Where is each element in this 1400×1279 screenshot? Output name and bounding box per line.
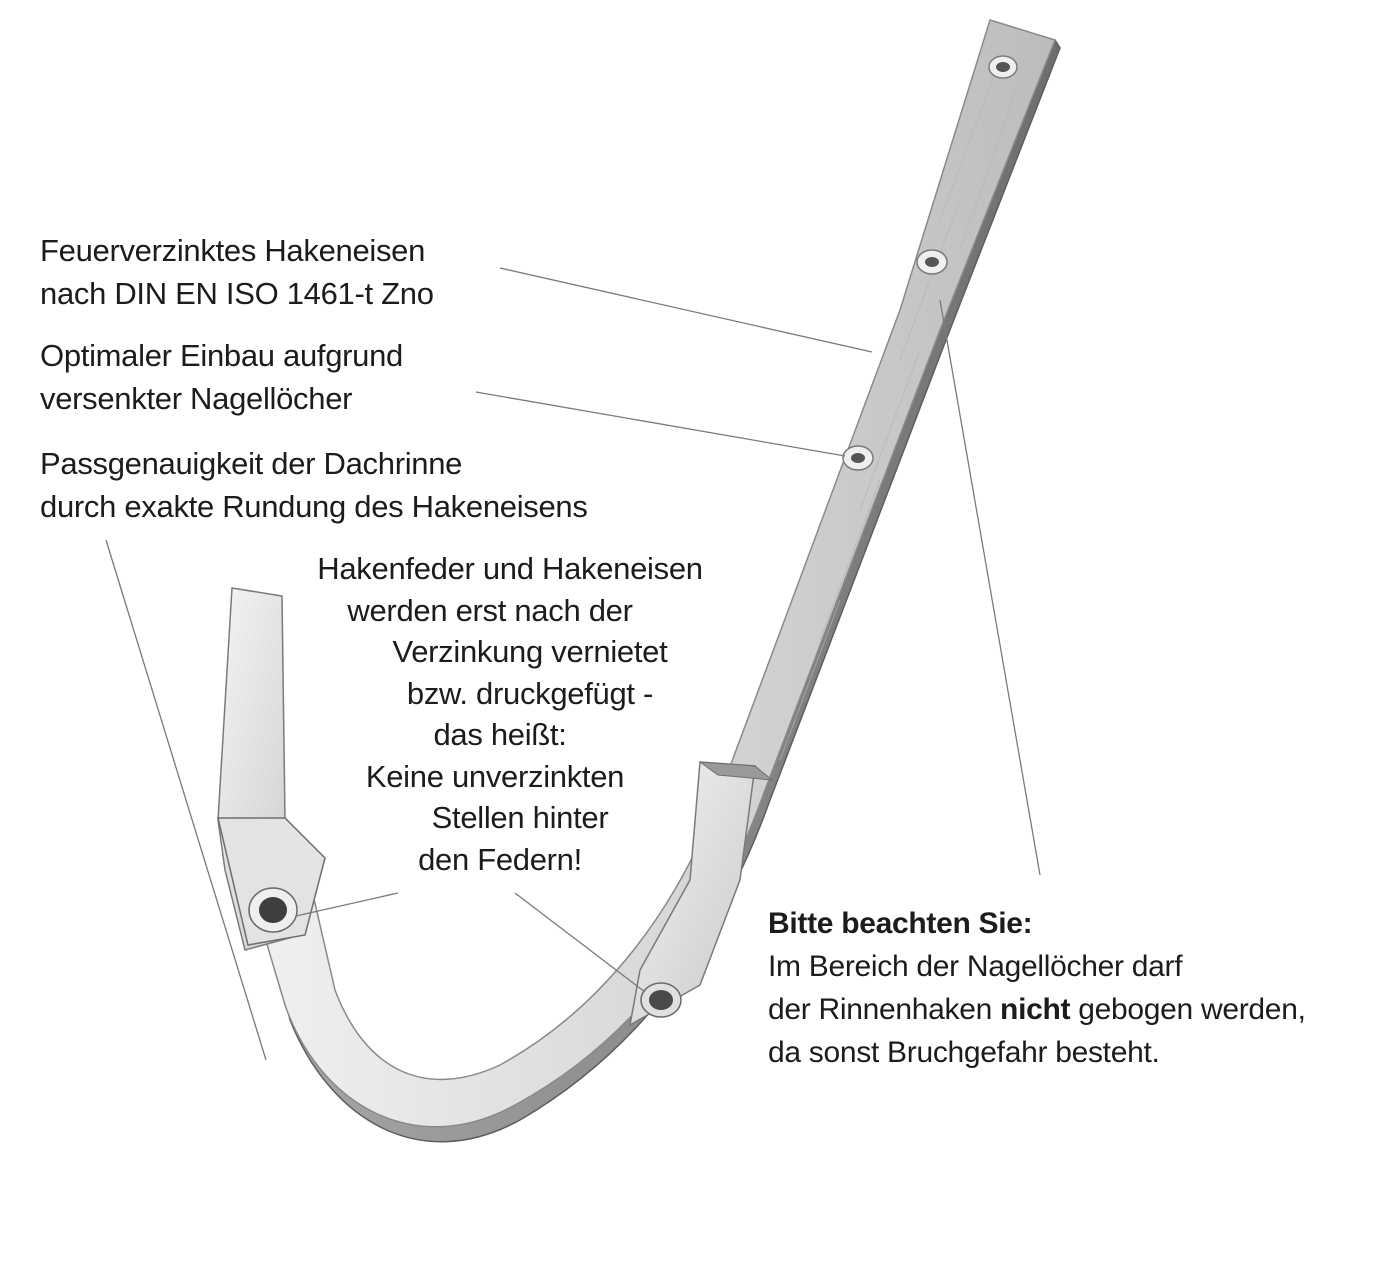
leader-fit <box>105 539 267 1061</box>
label-rivet-line6: Keine unverzinkten <box>365 758 625 794</box>
spring-right-top <box>698 761 774 781</box>
label-rivet-line3: Verzinkung vernietet <box>392 634 668 669</box>
label-rivet-line7: Stellen hinter <box>431 800 609 835</box>
label-nail-line2: versenkter Nagellöcher <box>40 381 353 416</box>
label-fit-line2: durch exakte Rundung des Hakeneisens <box>40 489 588 524</box>
leader-rivet-right <box>514 892 646 993</box>
label-riveting-after-galvanizing: Hakenfeder und Hakeneisen werden erst na… <box>290 548 730 880</box>
leader-nail-holes <box>475 391 846 457</box>
label-fit-line1: Passgenauigkeit der Dachrinne <box>40 446 463 481</box>
nail-hole-top <box>988 55 1018 79</box>
note-line2-bold: nicht <box>1000 993 1071 1026</box>
leader-rivet-left <box>295 892 399 917</box>
note-line2-post: gebogen werden, <box>1070 993 1306 1026</box>
label-rivet-line4: bzw. druckgefügt - <box>406 675 654 711</box>
leader-note <box>939 299 1041 876</box>
spring-left-fold <box>217 817 326 946</box>
note-line2: der Rinnenhaken nicht gebogen werden, <box>768 988 1306 1031</box>
leader-zinc <box>499 267 873 353</box>
nail-hole-lower <box>842 445 874 471</box>
label-zinc-line2: nach DIN EN ISO 1461-t Zno <box>40 276 434 311</box>
label-countersunk-nail-holes: Optimaler Einbau aufgrund versenkter Nag… <box>40 334 403 420</box>
label-rivet-line5: das heißt: <box>433 717 567 752</box>
rivet-right <box>640 982 682 1018</box>
label-rivet-line2: werden erst nach der <box>347 592 633 628</box>
note-title: Bitte beachten Sie: <box>768 907 1033 940</box>
label-rivet-line1: Hakenfeder und Hakeneisen <box>317 551 703 586</box>
label-hot-dip-galvanized: Feuerverzinktes Hakeneisen nach DIN EN I… <box>40 229 434 315</box>
note-line1: Im Bereich der Nagellöcher darf <box>768 950 1183 983</box>
rivet-left <box>248 887 298 933</box>
label-nail-line1: Optimaler Einbau aufgrund <box>40 338 404 373</box>
metal-texture <box>779 59 1021 761</box>
note-line2-pre: der Rinnenhaken <box>768 993 1001 1026</box>
note-line3: da sonst Bruchgefahr besteht. <box>768 1036 1160 1069</box>
note-please-observe: Bitte beachten Sie: Im Bereich der Nagel… <box>768 902 1306 1074</box>
label-rivet-line8: den Federn! <box>418 841 582 877</box>
label-precise-fit: Passgenauigkeit der Dachrinne durch exak… <box>40 442 588 528</box>
nail-hole-middle <box>916 249 948 275</box>
label-zinc-line1: Feuerverzinktes Hakeneisen <box>40 233 426 268</box>
leader-lines <box>105 267 1041 1061</box>
